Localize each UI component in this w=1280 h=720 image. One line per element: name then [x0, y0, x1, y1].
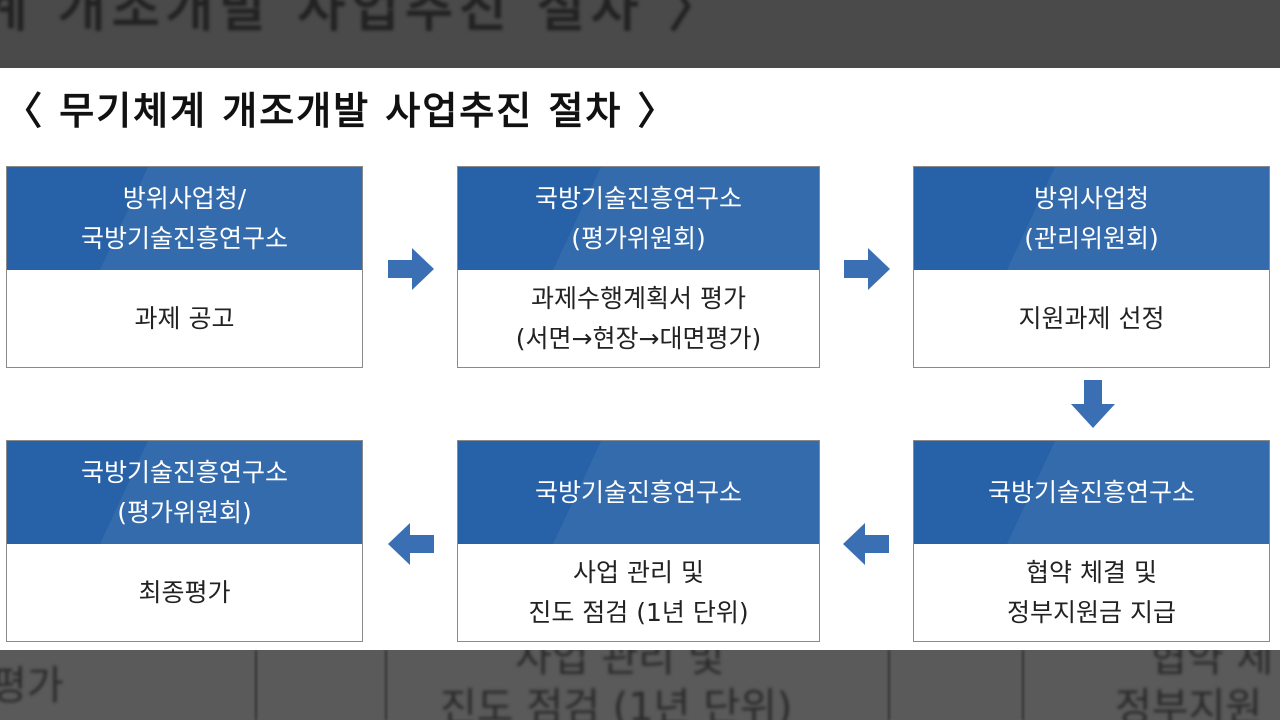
step-header: 국방기술진흥연구소 (평가위원회) [7, 441, 362, 544]
background-bottom-text: 협약 체 [1150, 650, 1274, 681]
step-body-line: 과제 공고 [134, 303, 235, 333]
step-header: 국방기술진흥연구소 [914, 441, 1269, 544]
step-body: 지원과제 선정 [914, 270, 1269, 367]
diagram-title: 〈 무기체계 개조개발 사업추진 절차 〉 [4, 89, 678, 133]
step-box-selection: 방위사업청 (관리위원회) 지원과제 선정 [913, 166, 1270, 368]
step-header-line: (평가위원회) [571, 223, 706, 253]
background-bottom-strip: 평가 사업 관리 및 진도 점검 (1년 단위) 협약 체 정부지원 [0, 650, 1280, 720]
step-header-line: 방위사업청/ [122, 183, 247, 213]
step-header-line: 국방기술진흥연구소 [987, 477, 1195, 507]
arrow-right-icon [388, 248, 434, 290]
background-bottom-text: 정부지원 [1115, 685, 1263, 720]
step-body-line: 과제수행계획서 평가 [531, 283, 746, 313]
step-header-line: 국방기술진흥연구소 [534, 477, 742, 507]
step-header: 방위사업청/ 국방기술진흥연구소 [7, 167, 362, 270]
step-body: 최종평가 [7, 544, 362, 641]
step-body-line: 지원과제 선정 [1018, 303, 1165, 333]
step-header: 국방기술진흥연구소 [458, 441, 819, 544]
arrow-right-icon [844, 248, 890, 290]
background-bottom-text: 평가 [0, 663, 64, 709]
background-bottom-text: 사업 관리 및 [515, 650, 725, 681]
step-body-line: 사업 관리 및 [573, 557, 704, 587]
background-top-strip: 계 개조개발 사업추진 절차 〉 [0, 0, 1280, 68]
step-body: 협약 체결 및 정부지원금 지급 [914, 544, 1269, 641]
arrow-down-icon [1071, 380, 1115, 428]
step-box-announcement: 방위사업청/ 국방기술진흥연구소 과제 공고 [6, 166, 363, 368]
step-header: 방위사업청 (관리위원회) [914, 167, 1269, 270]
step-body: 사업 관리 및 진도 점검 (1년 단위) [458, 544, 819, 641]
step-header-line: 국방기술진흥연구소 [80, 457, 288, 487]
step-header-line: 국방기술진흥연구소 [80, 223, 288, 253]
step-header-line: 방위사업청 [1033, 183, 1149, 213]
step-header-line: (관리위원회) [1024, 223, 1159, 253]
step-body: 과제 공고 [7, 270, 362, 367]
step-body-line: 진도 점검 (1년 단위) [528, 597, 749, 627]
background-top-text: 계 개조개발 사업추진 절차 〉 [0, 0, 727, 39]
step-body: 과제수행계획서 평가 (서면→현장→대면평가) [458, 270, 819, 367]
arrow-left-icon [388, 523, 434, 565]
step-header: 국방기술진흥연구소 (평가위원회) [458, 167, 819, 270]
arrow-left-icon [843, 523, 889, 565]
step-body-line: (서면→현장→대면평가) [515, 323, 762, 353]
step-box-agreement: 국방기술진흥연구소 협약 체결 및 정부지원금 지급 [913, 440, 1270, 642]
step-body-line: 최종평가 [138, 577, 231, 607]
step-body-line: 정부지원금 지급 [1007, 597, 1176, 627]
process-diagram-card: 〈 무기체계 개조개발 사업추진 절차 〉 방위사업청/ 국방기술진흥연구소 과… [0, 68, 1280, 650]
step-box-plan-evaluation: 국방기술진흥연구소 (평가위원회) 과제수행계획서 평가 (서면→현장→대면평가… [457, 166, 820, 368]
step-header-line: 국방기술진흥연구소 [534, 183, 742, 213]
step-header-line: (평가위원회) [117, 497, 252, 527]
step-box-project-management: 국방기술진흥연구소 사업 관리 및 진도 점검 (1년 단위) [457, 440, 820, 642]
background-bottom-text: 진도 점검 (1년 단위) [440, 685, 793, 720]
step-box-final-evaluation: 국방기술진흥연구소 (평가위원회) 최종평가 [6, 440, 363, 642]
step-body-line: 협약 체결 및 [1026, 557, 1157, 587]
